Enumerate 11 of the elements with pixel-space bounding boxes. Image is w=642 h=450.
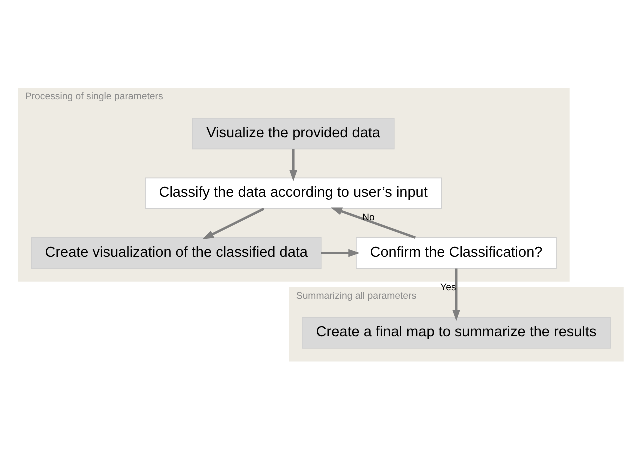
arrow	[452, 268, 460, 322]
arrow	[331, 208, 416, 239]
edge-label: No	[362, 212, 375, 224]
node-box: Visualize the provided data	[192, 118, 395, 150]
node-box: Create a final map to summarize the results	[302, 317, 611, 349]
node-box: Confirm the Classification?	[356, 238, 557, 269]
node-box: Create visualization of the classified data	[31, 238, 322, 269]
arrow	[290, 149, 298, 182]
node-box: Classify the data according to user’s input	[145, 178, 442, 210]
arrow	[321, 249, 360, 258]
arrow	[202, 208, 265, 240]
